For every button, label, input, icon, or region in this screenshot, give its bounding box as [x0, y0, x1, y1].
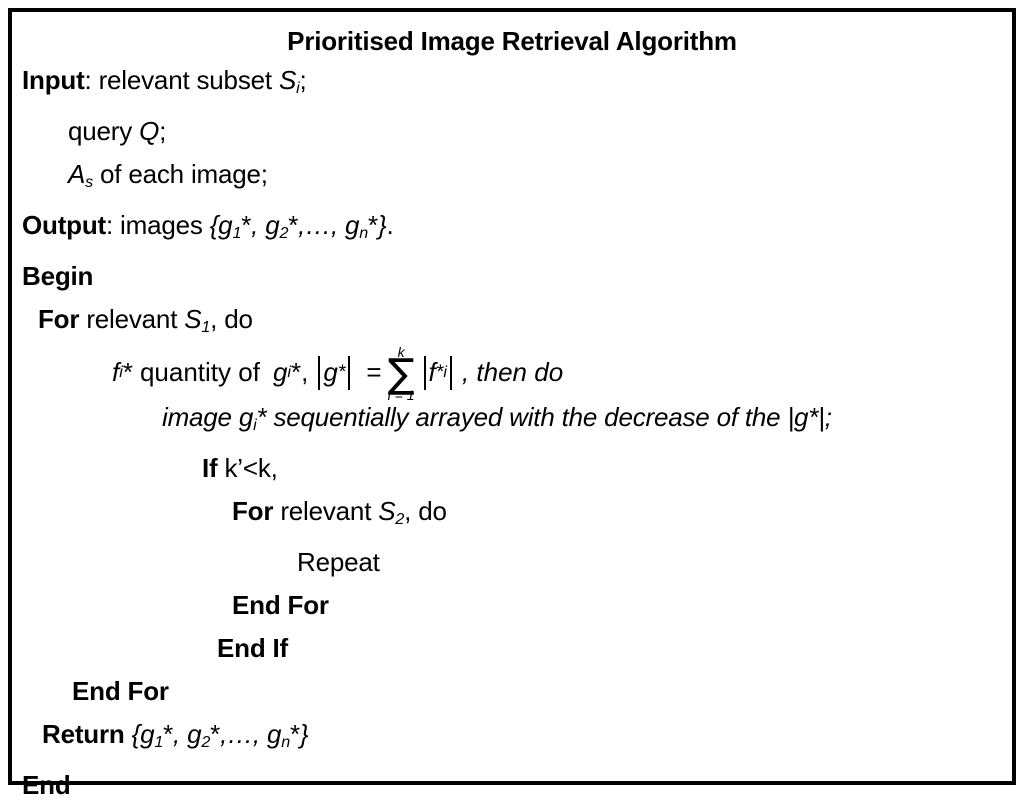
abs-g-star: g*	[315, 351, 353, 394]
output-g1-subscript: 1	[232, 224, 242, 243]
sequential-g-subscript: i	[253, 416, 257, 435]
for-subset-1: S	[184, 304, 202, 335]
attribute-variable: A	[68, 159, 86, 190]
formula-f: f	[112, 357, 120, 388]
input-subset-variable: S	[278, 65, 297, 95]
query-variable: Q	[139, 116, 160, 147]
abs-g-star-sup: *	[337, 361, 346, 384]
for-loop-1-line: For relevant S1, do	[12, 298, 1012, 349]
if-keyword: If	[202, 453, 218, 484]
return-set-close: }	[299, 719, 309, 750]
repeat-line: Repeat	[297, 547, 380, 578]
sequential-array-line: image gi* sequentially arrayed with the …	[12, 396, 1012, 447]
for-subset-1-subscript: 1	[201, 318, 211, 337]
for-keyword-2: For	[232, 496, 274, 527]
summation-upper-limit: k	[397, 343, 405, 360]
output-keyword: Output	[22, 210, 106, 241]
end-for-inner-line: End For	[232, 590, 329, 621]
abs-g-letter: g	[323, 357, 338, 388]
query-label: query	[68, 116, 140, 147]
output-gn: g	[345, 210, 360, 241]
return-gn: g	[266, 719, 282, 750]
formula-g-star: *,	[291, 357, 309, 388]
return-g1: g	[140, 719, 155, 750]
output-period: .	[386, 210, 394, 241]
for-tail-2: , do	[404, 496, 447, 527]
output-gn-subscript: n	[359, 224, 369, 243]
output-comma-1: ,	[251, 210, 266, 241]
abs-bar-right-icon	[449, 355, 452, 390]
algorithm-box: Prioritised Image Retrieval Algorithm In…	[8, 8, 1016, 800]
return-set-open: {	[131, 719, 141, 750]
output-g1: g	[218, 210, 233, 241]
input-terminator: ;	[299, 65, 307, 95]
query-line: query Q;	[12, 110, 1012, 153]
return-g1-subscript: 1	[154, 733, 164, 752]
sequential-g: g	[238, 402, 254, 433]
input-subset-subscript: i	[296, 79, 300, 98]
return-comma-1: ,	[173, 719, 188, 750]
if-condition: k’<k,	[217, 453, 278, 484]
formula-g: g	[272, 357, 288, 388]
input-line: Input: relevant subset Si;	[12, 59, 1012, 110]
formula-f-subscript: i	[119, 363, 123, 382]
for-tail-1: , do	[210, 304, 253, 335]
output-star-3: *	[368, 210, 378, 241]
algorithm-title: Prioritised Image Retrieval Algorithm	[287, 26, 737, 56]
summation: k ∑ i = 1	[388, 345, 415, 403]
return-g2-subscript: 2	[201, 733, 211, 752]
attribute-rest: of each image;	[93, 159, 268, 190]
output-ellipsis: ,…,	[298, 210, 346, 241]
for-rest-1: relevant	[79, 304, 185, 335]
output-g2: g	[265, 210, 280, 241]
query-terminator: ;	[159, 116, 167, 147]
formula-quantity-label: quantity of	[139, 357, 260, 388]
formula-equals: =	[366, 357, 382, 388]
return-star-1: *	[163, 719, 174, 750]
output-rest: : images	[106, 210, 210, 241]
output-set-close: }	[377, 210, 387, 241]
abs-bar-right-icon	[348, 355, 351, 390]
return-gn-subscript: n	[281, 733, 290, 752]
return-ellipsis: ,…,	[220, 719, 267, 750]
sigma-icon: ∑	[387, 350, 415, 397]
if-condition-line: If k’<k,	[12, 447, 1012, 490]
return-star-2: *	[210, 719, 221, 750]
for-keyword-1: For	[38, 304, 80, 335]
formula-g-subscript: i	[287, 363, 291, 382]
abs-f-letter: f	[428, 357, 436, 388]
output-star-2: *	[288, 210, 299, 241]
return-keyword: Return	[42, 719, 132, 750]
abs-f-star-i: f*i	[421, 351, 455, 394]
formula-then-do: , then do	[461, 357, 564, 388]
sequential-prefix: image	[162, 402, 239, 433]
for-subset-2: S	[378, 496, 396, 527]
end-if-line: End If	[217, 633, 289, 664]
return-star-3: *	[289, 719, 300, 750]
attribute-line: As of each image;	[12, 153, 1012, 204]
end-for-outer-line: End For	[72, 676, 169, 707]
end-line: End	[22, 770, 71, 801]
output-line: Output: images {g1*, g2*,…, gn*}.	[12, 204, 1012, 255]
sequential-rest: * sequentially arrayed with the decrease…	[256, 402, 832, 433]
attribute-subscript: s	[85, 173, 94, 192]
input-rest: : relevant subset	[84, 65, 279, 95]
summation-lower-limit: i = 1	[387, 387, 415, 404]
input-keyword: Input	[22, 65, 85, 95]
formula-f-star: *	[122, 357, 133, 388]
abs-bar-left-icon	[423, 355, 426, 390]
output-set-open: {	[209, 210, 219, 241]
for-subset-2-subscript: 2	[395, 510, 405, 529]
return-g2: g	[187, 719, 202, 750]
abs-f-subscript: i	[443, 363, 447, 382]
begin-line: Begin	[22, 261, 94, 292]
for-loop-2-line: For relevant S2, do	[12, 490, 1012, 541]
output-star-1: *	[241, 210, 252, 241]
abs-bar-left-icon	[318, 355, 321, 390]
abs-f-star-sup: *	[435, 361, 444, 384]
output-g2-subscript: 2	[279, 224, 289, 243]
return-line: Return {g1*, g2*,…, gn*}	[12, 713, 1012, 764]
for-rest-2: relevant	[273, 496, 379, 527]
